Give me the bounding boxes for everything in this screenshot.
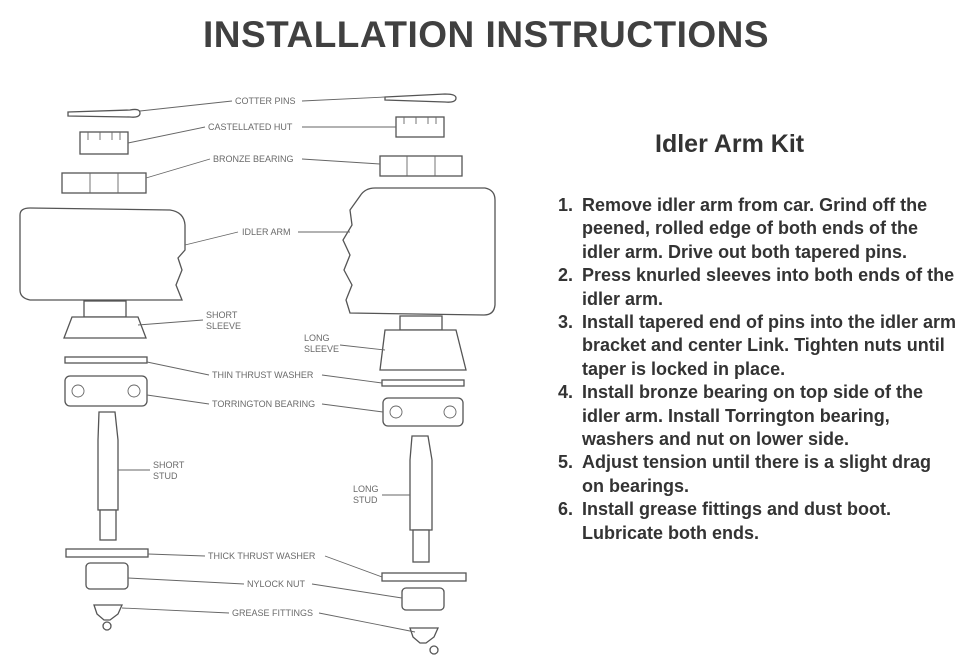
instruction-steps: 1. Remove idler arm from car. Grind off t… bbox=[558, 194, 958, 545]
label-thin-thrust-washer: THIN THRUST WASHER bbox=[212, 370, 314, 380]
label-long-stud-line2: STUD bbox=[353, 495, 378, 505]
label-long-sleeve-line1: LONG bbox=[304, 333, 330, 343]
label-short-stud-line2: STUD bbox=[153, 471, 178, 481]
step-item: 6. Install grease fittings and dust boot.… bbox=[558, 498, 958, 545]
grease-fitting-right bbox=[409, 627, 440, 655]
idler-arm-right bbox=[342, 187, 496, 316]
thick-washer-left bbox=[65, 548, 149, 558]
grease-fitting-left bbox=[93, 604, 124, 631]
step-number: 1. bbox=[558, 195, 574, 215]
label-bronze-bearing: BRONZE BEARING bbox=[213, 154, 294, 164]
step-number: 2. bbox=[558, 265, 574, 286]
label-long-stud-line1: LONG bbox=[353, 484, 379, 494]
step-number: 5. bbox=[558, 452, 574, 473]
nylock-nut-right bbox=[401, 587, 445, 611]
label-torrington-bearing: TORRINGTON BEARING bbox=[212, 399, 315, 409]
castellated-nut-left bbox=[79, 131, 129, 155]
nylock-nut-left bbox=[85, 562, 129, 590]
step-number: 4. bbox=[558, 382, 574, 403]
step-text: Install bronze bearing on top side of th… bbox=[582, 382, 924, 450]
torrington-bearing-left bbox=[64, 375, 148, 407]
label-grease-fittings: GREASE FITTINGS bbox=[232, 608, 313, 618]
castellated-nut-right bbox=[395, 116, 445, 138]
bronze-bearing-right bbox=[379, 155, 463, 177]
label-short-sleeve-line1: SHORT bbox=[206, 310, 238, 320]
cotter-pin-left bbox=[67, 108, 141, 118]
long-stud-right bbox=[409, 435, 433, 563]
step-text: Install grease fittings and dust boot. L… bbox=[582, 499, 892, 543]
label-short-sleeve-line2: SLEEVE bbox=[206, 321, 241, 331]
label-long-sleeve-line2: SLEEVE bbox=[304, 344, 339, 354]
thin-washer-right bbox=[381, 379, 465, 387]
short-stud-left bbox=[97, 411, 119, 541]
bronze-bearing-left bbox=[61, 172, 147, 194]
short-sleeve-left bbox=[63, 300, 147, 339]
cotter-pin-right bbox=[384, 93, 457, 103]
step-text: Adjust tension until there is a slight d… bbox=[582, 452, 932, 496]
label-castellated-nut: CASTELLATED HUT bbox=[208, 122, 293, 132]
kit-title: Idler Arm Kit bbox=[655, 130, 805, 158]
idler-arm-left bbox=[19, 207, 186, 301]
label-nylock-nut: NYLOCK NUT bbox=[247, 579, 306, 589]
long-sleeve-right bbox=[379, 315, 467, 371]
label-thick-thrust-washer: THICK THRUST WASHER bbox=[208, 551, 316, 561]
step-item: 4. Install bronze bearing on top side of … bbox=[558, 381, 958, 451]
page-title: INSTALLATION INSTRUCTIONS bbox=[202, 14, 770, 55]
step-item: 5. Adjust tension until there is a slight… bbox=[558, 451, 958, 498]
step-number: 3. bbox=[558, 312, 574, 333]
label-cotter-pins: COTTER PINS bbox=[235, 96, 296, 106]
label-short-stud-line1: SHORT bbox=[153, 460, 185, 470]
step-item: 1. Remove idler arm from car. Grind off t… bbox=[558, 194, 958, 264]
step-text: Install tapered end of pins into the idl… bbox=[582, 312, 957, 379]
step-text: Press knurled sleeves into both ends of … bbox=[582, 265, 955, 309]
torrington-bearing-right bbox=[382, 397, 464, 427]
step-text: Remove idler arm from car. Grind off the… bbox=[582, 195, 928, 262]
step-item: 3. Install tapered end of pins into the i… bbox=[558, 311, 958, 381]
step-item: 2. Press knurled sleeves into both ends o… bbox=[558, 264, 958, 311]
label-idler-arm: IDLER ARM bbox=[242, 227, 291, 237]
thin-washer-left bbox=[64, 356, 148, 364]
step-number: 6. bbox=[558, 499, 574, 520]
thick-washer-right bbox=[381, 572, 467, 582]
